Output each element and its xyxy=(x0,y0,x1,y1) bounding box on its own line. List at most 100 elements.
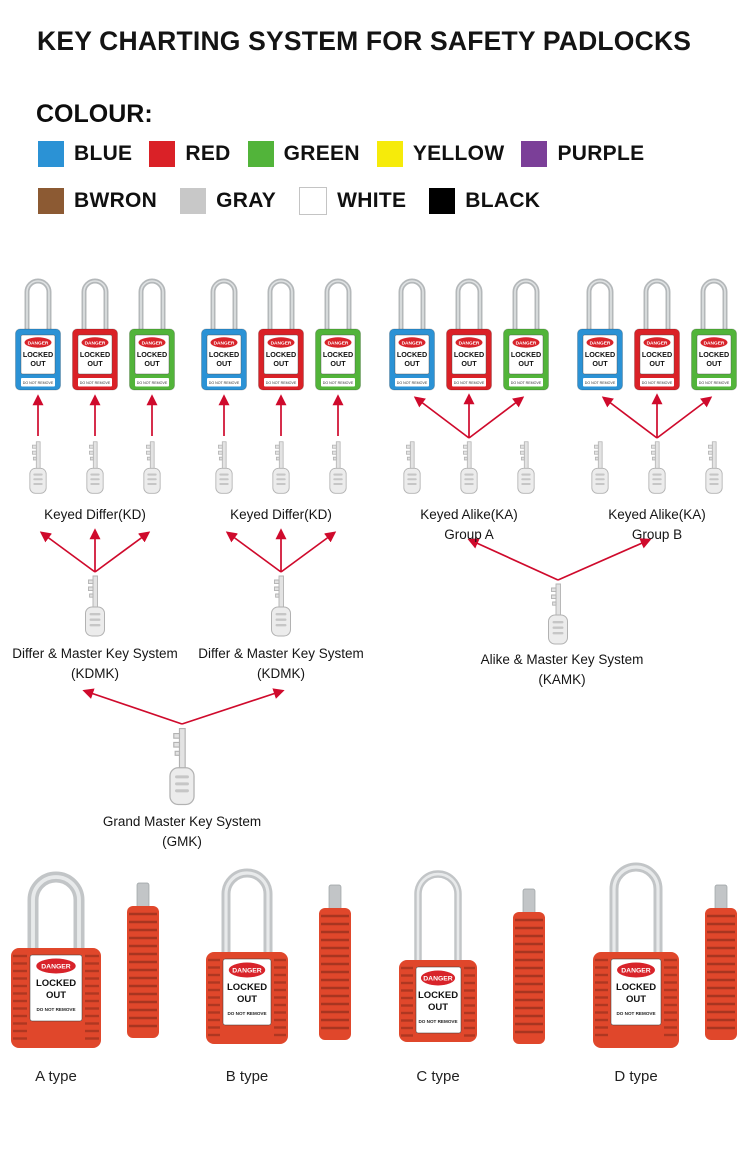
svg-text:DANGER: DANGER xyxy=(647,341,668,347)
svg-text:DANGER: DANGER xyxy=(423,976,453,983)
svg-text:DO NOT REMOVE: DO NOT REMOVE xyxy=(418,1019,457,1024)
colour-swatch xyxy=(299,187,328,215)
svg-text:LOCKED: LOCKED xyxy=(585,350,615,359)
svg-text:OUT: OUT xyxy=(144,359,160,368)
key-icon-wrap xyxy=(266,574,296,643)
colour-swatch xyxy=(429,188,456,214)
svg-text:DANGER: DANGER xyxy=(402,341,423,347)
svg-text:DANGER: DANGER xyxy=(28,341,49,347)
padlock-b-side-part xyxy=(316,884,354,1049)
svg-text:DO NOT REMOVE: DO NOT REMOVE xyxy=(137,381,168,385)
key-icon xyxy=(271,575,291,637)
colour-legend-item: YELLOW xyxy=(376,141,505,167)
key-icon xyxy=(29,441,47,494)
key-icon-wrap xyxy=(587,440,613,500)
colour-legend-item: PURPLE xyxy=(521,141,644,167)
colour-swatch-label: GRAY xyxy=(216,189,277,212)
padlock-type-icon: DANGER LOCKED OUT DO NOT REMOVE xyxy=(593,862,679,1048)
label-kdmk-2: Differ & Master Key System(KDMK) xyxy=(198,646,364,681)
svg-text:DANGER: DANGER xyxy=(85,341,106,347)
svg-text:OUT: OUT xyxy=(216,359,232,368)
label-b-type: B type xyxy=(225,1068,269,1085)
svg-text:DANGER: DANGER xyxy=(704,341,725,347)
colour-legend-item: GRAY xyxy=(180,188,276,214)
key-icon xyxy=(86,441,104,494)
svg-text:OUT: OUT xyxy=(706,359,722,368)
key-icon xyxy=(648,441,666,494)
svg-text:OUT: OUT xyxy=(330,359,346,368)
padlock-group-kd-2: DANGER LOCKED OUT DO NOT REMOVE DANGER L… xyxy=(200,272,362,392)
svg-text:OUT: OUT xyxy=(649,359,665,368)
key-icon-wrap xyxy=(268,440,294,500)
key-icon xyxy=(85,575,105,637)
key-icon-wrap xyxy=(80,574,110,643)
svg-text:OUT: OUT xyxy=(404,359,420,368)
lock-body-side-icon xyxy=(705,884,737,1040)
svg-text:LOCKED: LOCKED xyxy=(209,350,239,359)
svg-text:DANGER: DANGER xyxy=(142,341,163,347)
label-c-type: C type xyxy=(416,1068,460,1085)
padlock-icon: DANGER LOCKED OUT DO NOT REMOVE xyxy=(72,278,118,391)
colour-swatch-label: BLUE xyxy=(74,142,133,165)
svg-text:LOCKED: LOCKED xyxy=(137,350,167,359)
key-icon-wrap xyxy=(325,440,351,500)
lock-body-side-icon xyxy=(127,882,159,1038)
padlock-icon: DANGER LOCKED OUT DO NOT REMOVE xyxy=(129,278,175,391)
svg-text:OUT: OUT xyxy=(592,359,608,368)
key-icon xyxy=(705,441,723,494)
label-d-type: D type xyxy=(614,1068,658,1085)
padlock-icon: DANGER LOCKED OUT DO NOT REMOVE xyxy=(15,278,61,391)
key-icon-wrap xyxy=(456,440,482,500)
svg-text:DO NOT REMOVE: DO NOT REMOVE xyxy=(23,381,54,385)
svg-text:DO NOT REMOVE: DO NOT REMOVE xyxy=(80,381,111,385)
colour-swatch-label: GREEN xyxy=(283,142,360,165)
svg-text:LOCKED: LOCKED xyxy=(642,350,672,359)
svg-text:DO NOT REMOVE: DO NOT REMOVE xyxy=(511,381,542,385)
padlock-icon: DANGER LOCKED OUT DO NOT REMOVE xyxy=(577,278,623,391)
padlock-a-type: DANGER LOCKED OUT DO NOT REMOVE xyxy=(10,870,102,1065)
svg-text:LOCKED: LOCKED xyxy=(511,350,541,359)
padlock-icon: DANGER LOCKED OUT DO NOT REMOVE xyxy=(389,278,435,391)
svg-text:DO NOT REMOVE: DO NOT REMOVE xyxy=(642,381,673,385)
key-icon-wrap xyxy=(644,440,670,500)
svg-text:DO NOT REMOVE: DO NOT REMOVE xyxy=(227,1011,266,1016)
svg-text:LOCKED: LOCKED xyxy=(80,350,110,359)
page-title: KEY CHARTING SYSTEM FOR SAFETY PADLOCKS xyxy=(37,26,692,56)
key-icon xyxy=(517,441,535,494)
svg-text:LOCKED: LOCKED xyxy=(454,350,484,359)
svg-text:OUT: OUT xyxy=(87,359,103,368)
padlock-type-icon: DANGER LOCKED OUT DO NOT REMOVE xyxy=(399,870,477,1042)
svg-text:DO NOT REMOVE: DO NOT REMOVE xyxy=(36,1007,75,1012)
lock-body-side-icon xyxy=(513,888,545,1044)
colour-swatch-label: PURPLE xyxy=(557,142,645,165)
padlock-c-side-part xyxy=(510,888,548,1053)
padlock-a-side-part xyxy=(124,882,162,1047)
svg-text:LOCKED: LOCKED xyxy=(397,350,427,359)
label-keyed-alike-b: Keyed Alike(KA)Group B xyxy=(608,507,706,542)
key-icon-wrap xyxy=(701,440,727,500)
svg-text:DANGER: DANGER xyxy=(516,341,537,347)
colour-swatch-label: YELLOW xyxy=(412,142,505,165)
key-icon xyxy=(215,441,233,494)
padlock-icon: DANGER LOCKED OUT DO NOT REMOVE xyxy=(503,278,549,391)
svg-text:LOCKED: LOCKED xyxy=(36,978,76,989)
svg-text:OUT: OUT xyxy=(428,1002,448,1013)
svg-text:DANGER: DANGER xyxy=(271,341,292,347)
colour-legend-item: BLACK xyxy=(429,188,540,214)
svg-text:OUT: OUT xyxy=(30,359,46,368)
svg-text:DANGER: DANGER xyxy=(214,341,235,347)
svg-text:OUT: OUT xyxy=(461,359,477,368)
svg-text:DANGER: DANGER xyxy=(590,341,611,347)
key-icon xyxy=(591,441,609,494)
key-icon xyxy=(548,583,568,645)
svg-text:DO NOT REMOVE: DO NOT REMOVE xyxy=(616,1011,655,1016)
svg-text:OUT: OUT xyxy=(46,990,66,1001)
svg-text:OUT: OUT xyxy=(237,994,257,1005)
padlock-icon: DANGER LOCKED OUT DO NOT REMOVE xyxy=(691,278,737,391)
lock-body-side-icon xyxy=(319,884,351,1040)
svg-text:DANGER: DANGER xyxy=(41,964,71,971)
svg-text:DO NOT REMOVE: DO NOT REMOVE xyxy=(266,381,297,385)
label-keyed-differ-2: Keyed Differ(KD) xyxy=(230,507,332,522)
